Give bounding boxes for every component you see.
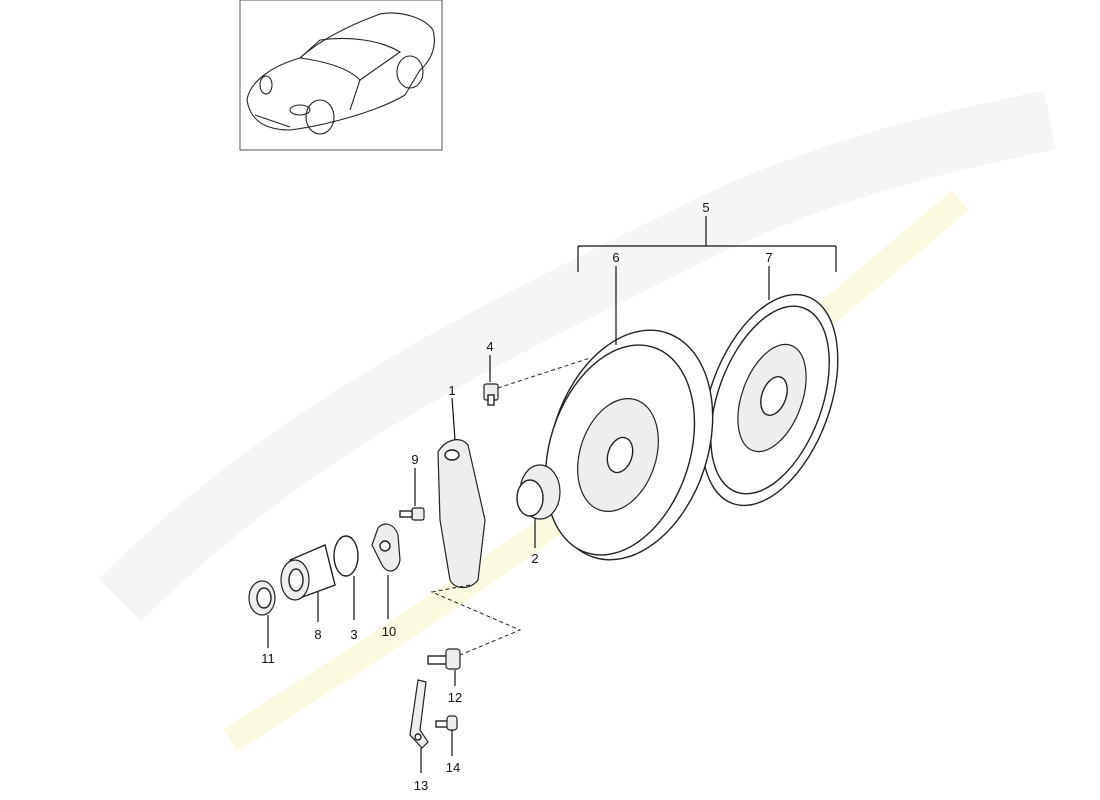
o-ring[interactable] [333,535,359,577]
release-lever[interactable] [437,439,486,589]
assembly-bracket [577,216,837,272]
callout-7[interactable]: 7 [765,250,772,265]
callout-13[interactable]: 13 [414,778,428,793]
callout-10[interactable]: 10 [382,624,396,639]
gasket[interactable] [371,523,401,572]
callout-1[interactable]: 1 [448,383,455,398]
bolt-4[interactable] [483,383,499,406]
release-bearing[interactable] [516,464,561,520]
cable-bracket[interactable] [409,679,429,749]
callout-4[interactable]: 4 [486,339,493,354]
clutch-disc[interactable] [676,276,864,524]
callout-14[interactable]: 14 [446,760,460,775]
guide-tube[interactable] [280,544,336,601]
car-outline-icon [246,12,435,135]
callout-11[interactable]: 11 [261,651,275,666]
callout-8[interactable]: 8 [314,627,321,642]
bolt-9[interactable] [399,507,425,521]
callout-5[interactable]: 5 [702,200,709,215]
car-thumbnail[interactable] [239,0,443,151]
callout-3[interactable]: 3 [350,627,357,642]
screw-14[interactable] [435,715,458,731]
watermark [98,90,1056,751]
callout-6[interactable]: 6 [612,250,619,265]
callout-12[interactable]: 12 [448,690,462,705]
bolt-12[interactable] [427,648,461,670]
pressure-plate[interactable] [519,309,740,582]
callout-2[interactable]: 2 [531,551,538,566]
shaft-seal[interactable] [248,580,276,616]
callout-9[interactable]: 9 [411,452,418,467]
callout-labels: 1 2 3 4 5 6 7 8 9 10 11 12 13 14 [261,200,772,793]
